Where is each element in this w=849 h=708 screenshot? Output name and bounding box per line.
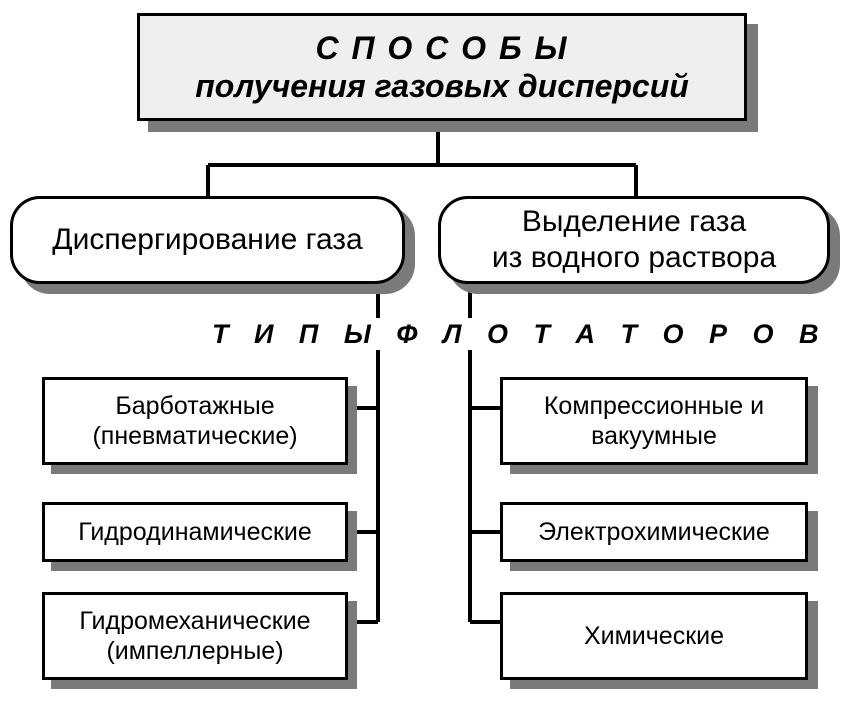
method-dispersion-label: Диспергирование газа	[52, 223, 363, 256]
title-line-2: получения газовых дисперсий	[195, 68, 689, 104]
right-type-1-line-1: Компрессионные и	[543, 392, 765, 420]
left-type-3-line-1: Гидромеханические	[79, 607, 311, 635]
right-type-chemical: Химические	[500, 592, 808, 680]
right-type-electrochemical: Электрохимические	[500, 502, 808, 562]
left-type-bubbling: Барботажные (пневматические)	[42, 377, 348, 465]
title-line-1: С П О С О Б Ы	[315, 29, 569, 66]
method-box-release: Выделение газа из водного раствора	[438, 196, 830, 284]
left-type-3-line-2: (импеллерные)	[106, 637, 284, 665]
right-type-3-line-1: Химические	[583, 622, 725, 650]
left-type-1-line-1: Барботажные	[115, 392, 275, 420]
left-type-2-line-1: Гидродинамические	[78, 518, 312, 546]
right-type-2-line-1: Электрохимические	[538, 518, 770, 546]
left-type-hydromechanical: Гидромеханические (импеллерные)	[42, 592, 348, 680]
left-type-1-line-2: (пневматические)	[92, 422, 298, 450]
left-type-hydrodynamic: Гидродинамические	[42, 502, 348, 562]
method-release-line-1: Выделение газа	[521, 205, 747, 238]
right-type-compression: Компрессионные и вакуумные	[500, 377, 808, 465]
types-heading: Т И П Ы Ф Л О Т А Т О Р О В	[212, 318, 828, 350]
title-box: С П О С О Б Ы получения газовых дисперси…	[137, 13, 747, 121]
right-type-1-line-2: вакуумные	[591, 422, 717, 450]
method-box-dispersion: Диспергирование газа	[10, 196, 405, 284]
method-release-line-2: из водного раствора	[491, 241, 777, 274]
